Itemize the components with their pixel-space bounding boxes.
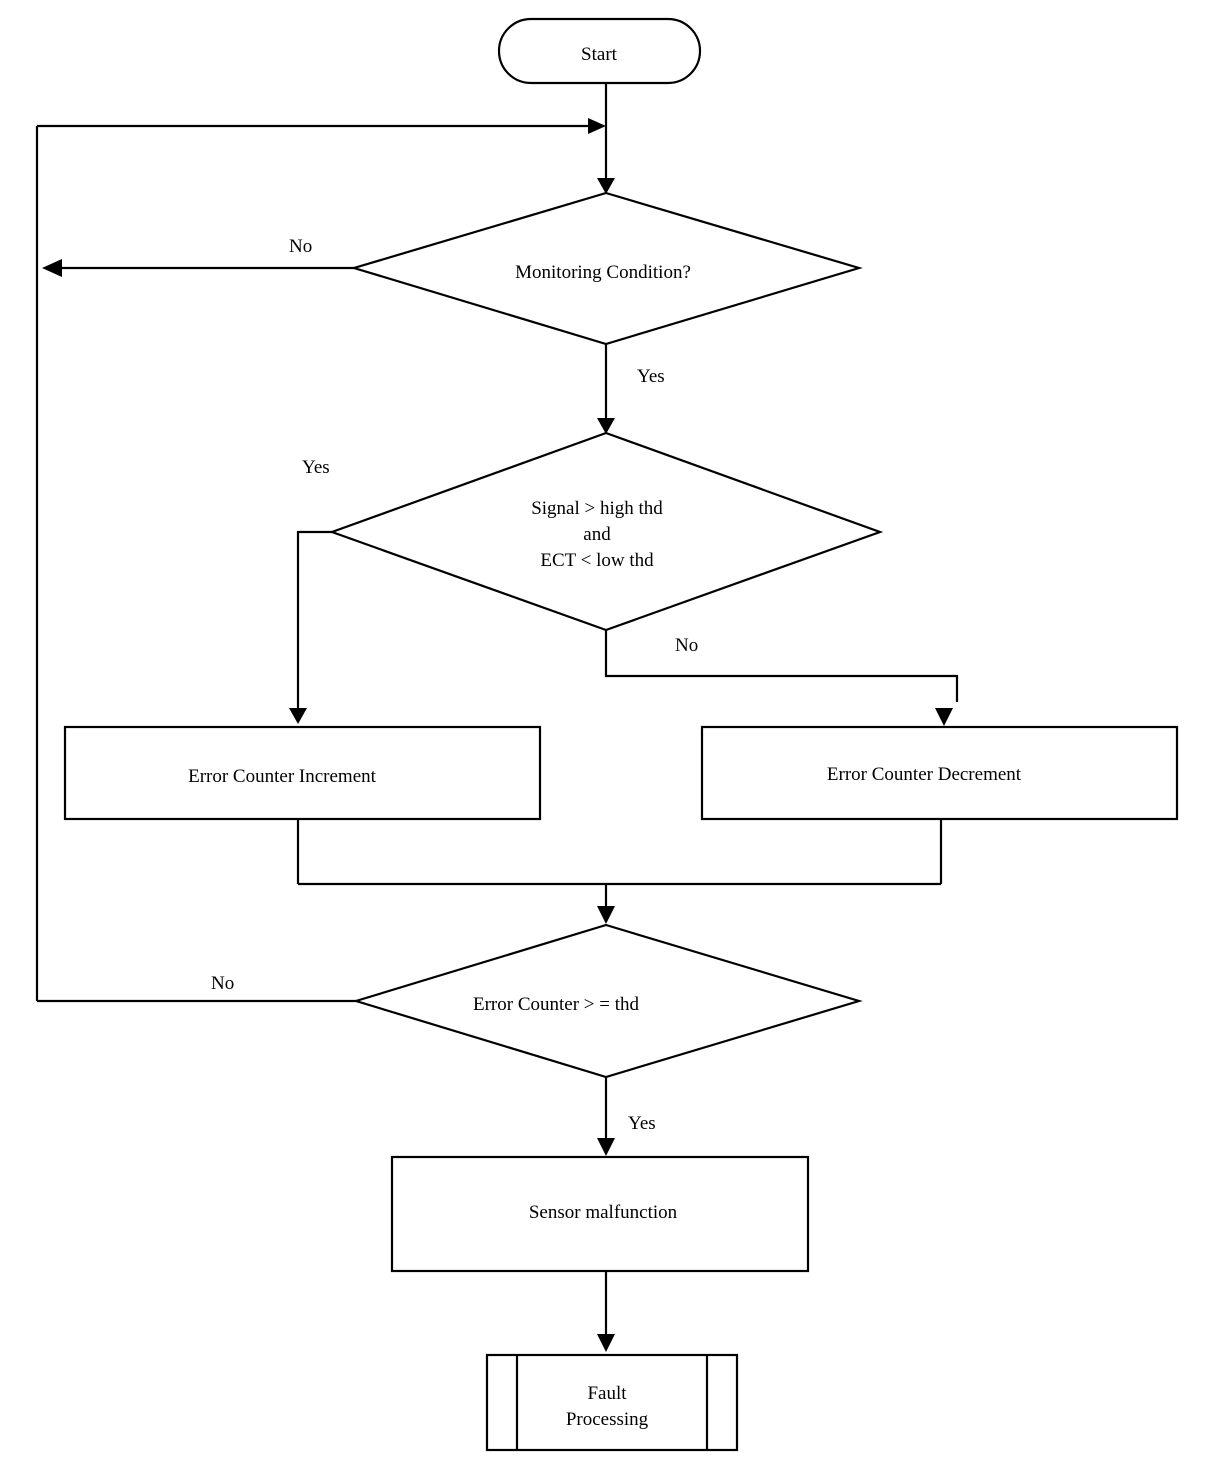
counter-threshold-label: Error Counter > = thd [473, 994, 640, 1015]
signal-check-decision: Signal > high thd and ECT < low thd [328, 431, 884, 632]
edge-label-monitoring-no: No [289, 236, 312, 257]
sensor-malfunction-process: Sensor malfunction [390, 1155, 810, 1273]
edge-label-threshold-no: No [211, 973, 234, 994]
monitoring-condition-label: Monitoring Condition? [515, 262, 691, 283]
arrowhead-decision3-entry [597, 906, 615, 924]
connector-signal-no [604, 630, 959, 702]
arrowhead-decrement-entry [935, 708, 953, 726]
edge-label-monitoring-yes: Yes [637, 366, 665, 387]
arrowhead-monitoring-no [42, 259, 62, 277]
signal-check-line-1: Signal > high thd [531, 498, 663, 519]
counter-increment-label: Error Counter Increment [188, 766, 377, 787]
start-label: Start [581, 44, 618, 65]
connector-signal-yes [296, 530, 332, 710]
arrowhead-malfunction-entry [597, 1138, 615, 1156]
fault-processing-line-1: Fault [587, 1383, 627, 1404]
sensor-malfunction-label: Sensor malfunction [529, 1202, 678, 1223]
edge-label-signal-yes: Yes [302, 457, 330, 478]
arrowhead-increment-entry [289, 708, 307, 724]
fault-processing-subroutine: Fault Processing [485, 1353, 739, 1452]
edge-label-signal-no: No [675, 635, 698, 656]
counter-decrement-process: Error Counter Decrement [700, 725, 1179, 821]
fault-processing-line-2: Processing [566, 1409, 649, 1430]
counter-threshold-decision: Error Counter > = thd [352, 923, 863, 1079]
edge-label-threshold-yes: Yes [628, 1113, 656, 1134]
arrowhead-decision2-entry [597, 418, 615, 434]
signal-check-line-2: and [583, 524, 611, 545]
signal-check-line-3: ECT < low thd [540, 550, 654, 571]
arrowhead-decision1-entry [597, 178, 615, 194]
arrowhead-fault-entry [597, 1334, 615, 1352]
arrowhead-loop-entry [588, 118, 606, 134]
monitoring-condition-decision: Monitoring Condition? [350, 191, 863, 346]
counter-increment-process: Error Counter Increment [63, 725, 542, 821]
counter-decrement-label: Error Counter Decrement [827, 764, 1022, 785]
start-terminator: Start [497, 17, 702, 85]
